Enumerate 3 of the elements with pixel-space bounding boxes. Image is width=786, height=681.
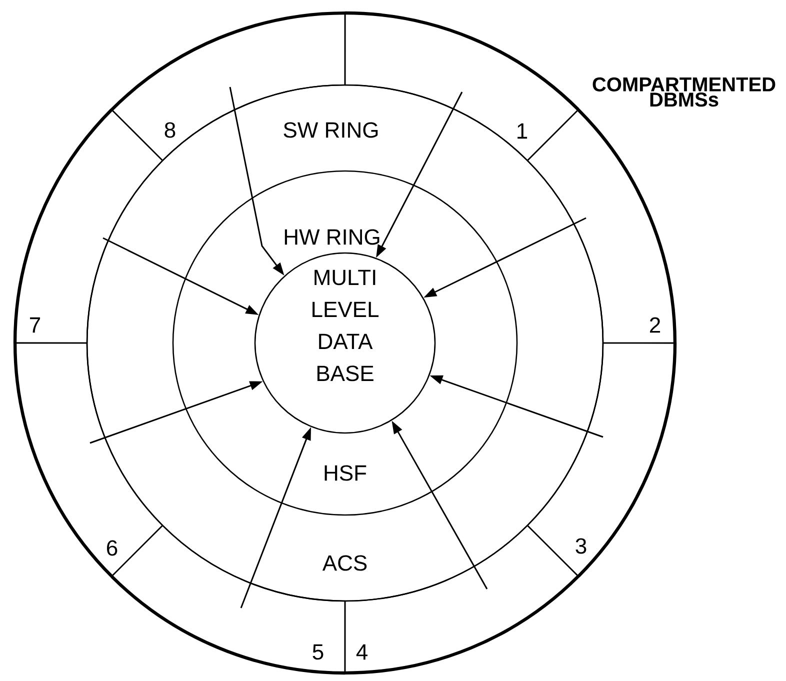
compartment-sector: 6	[13, 342, 164, 578]
heading: COMPARTMENTED DBMSs	[592, 77, 776, 107]
compartment-sector: 2	[526, 108, 677, 344]
